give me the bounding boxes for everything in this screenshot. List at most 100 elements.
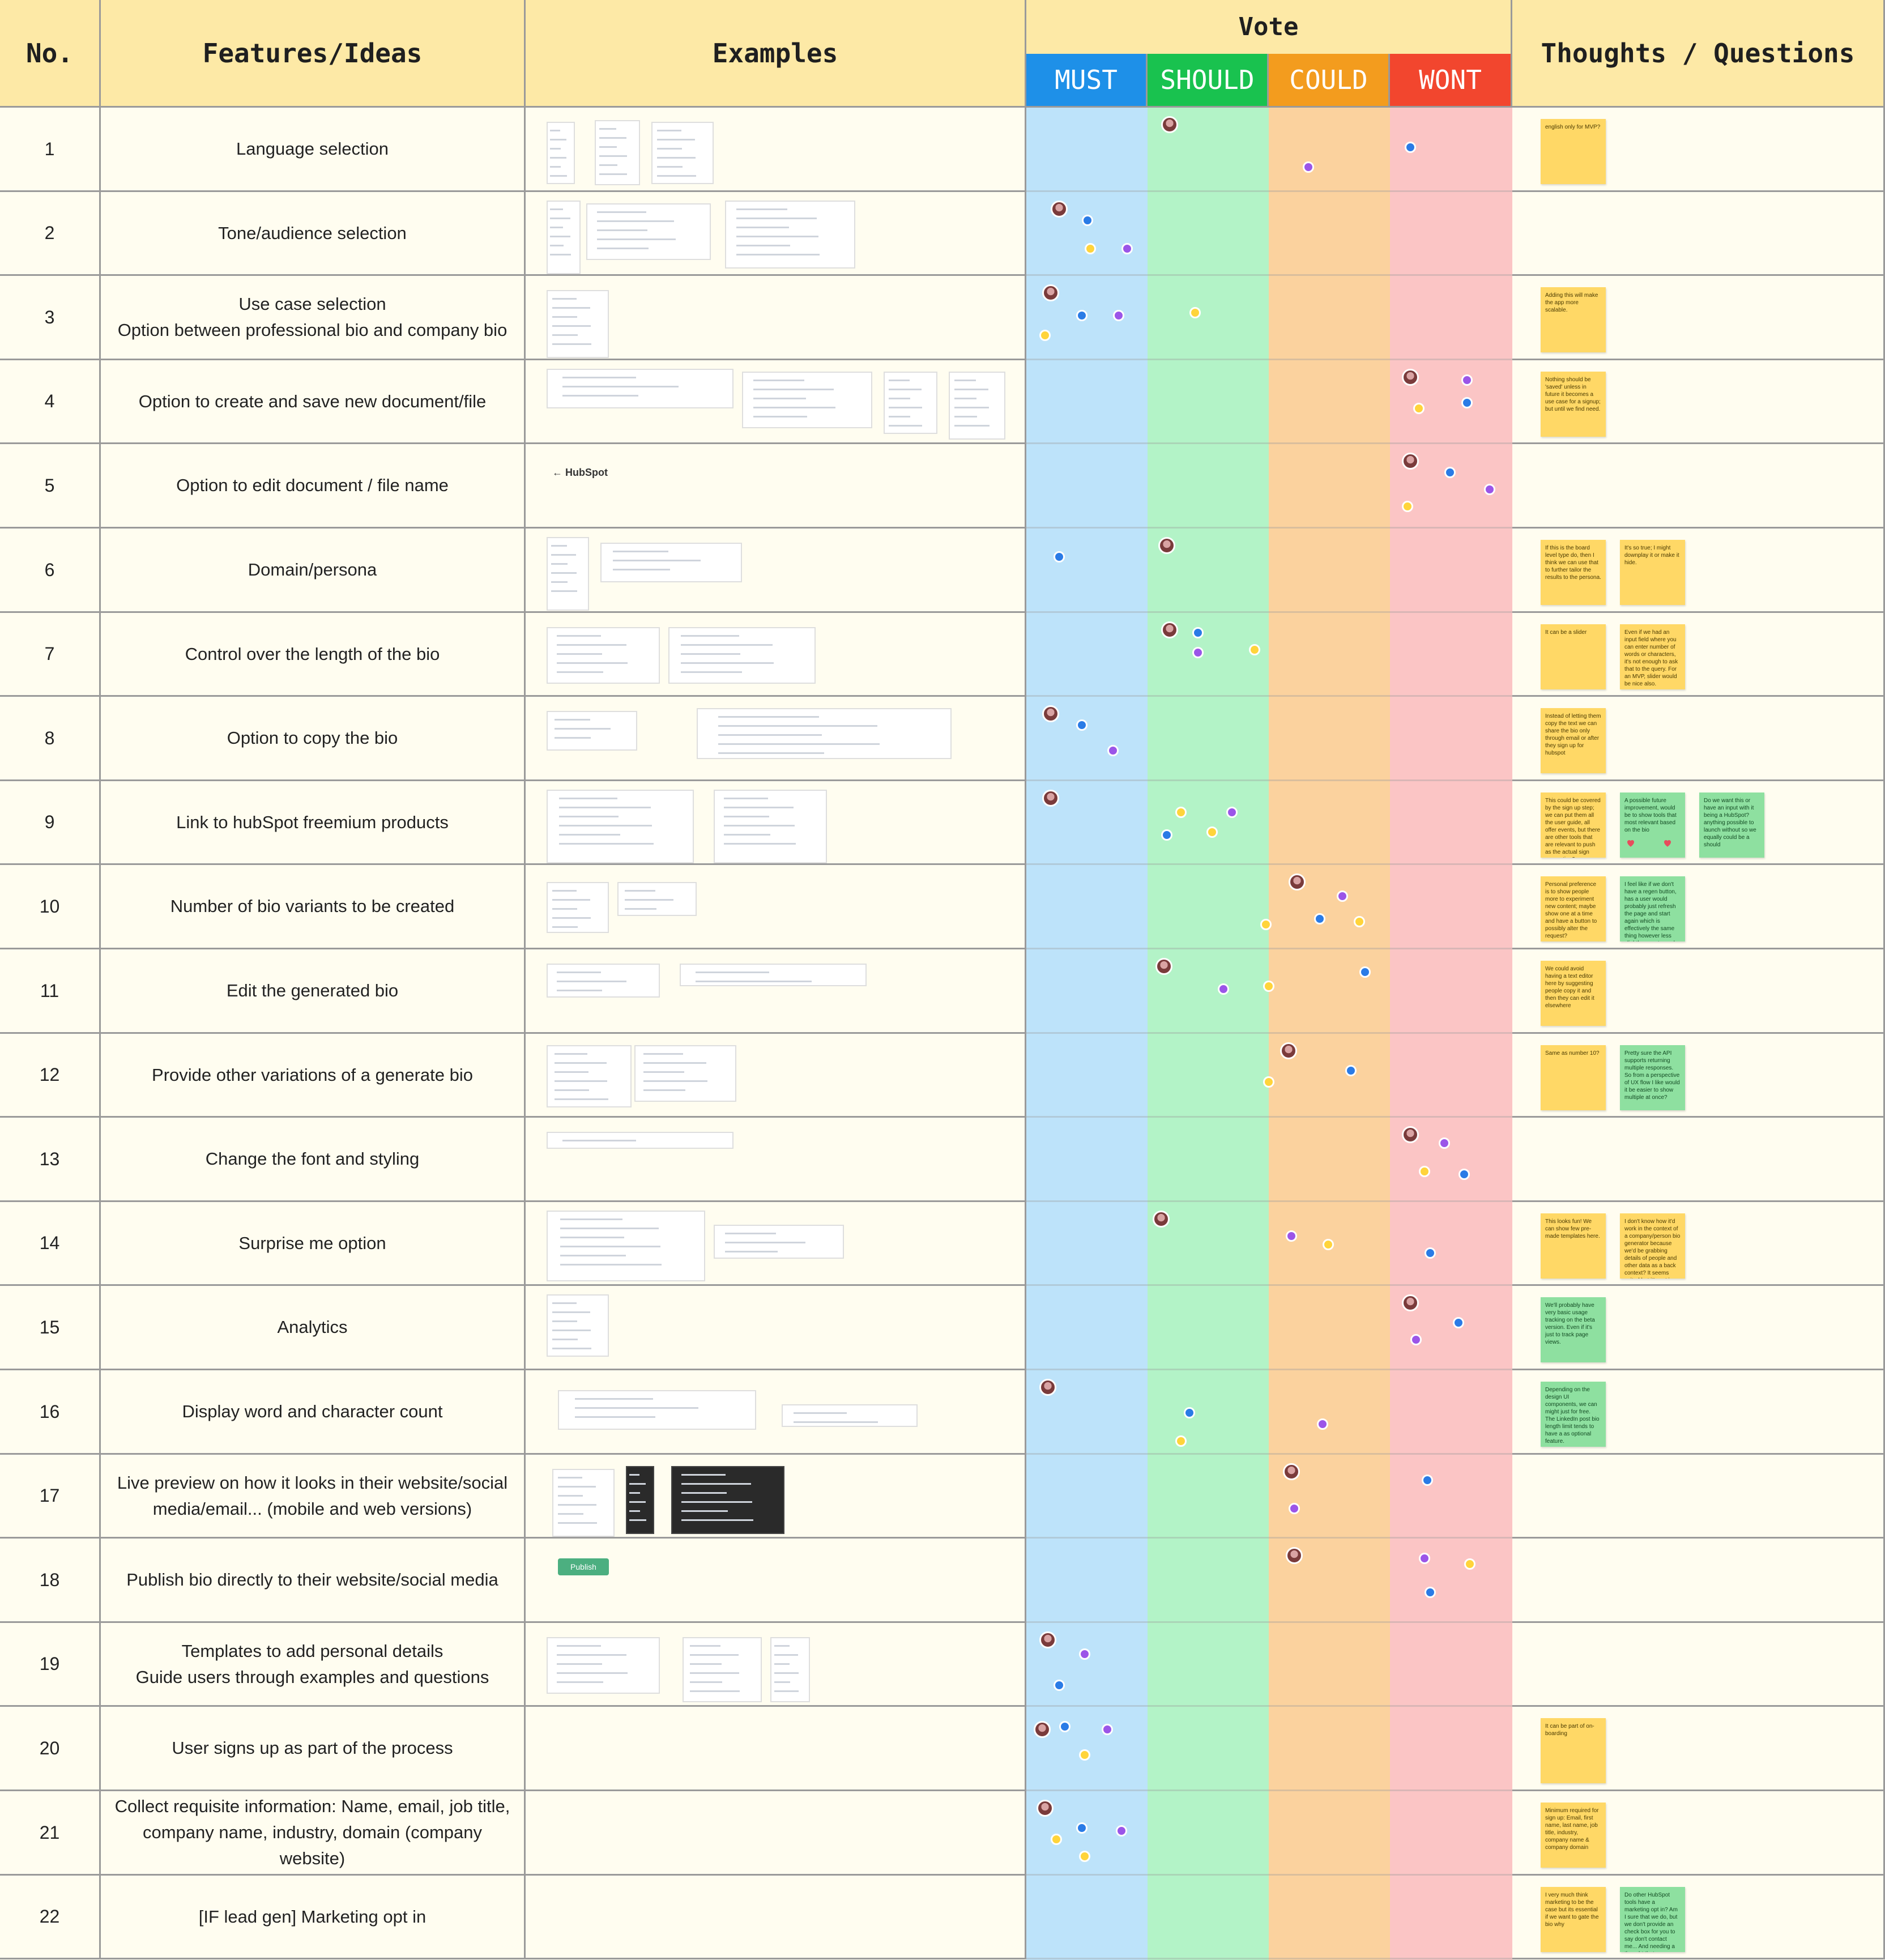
thoughts-cell [1512, 192, 1885, 276]
screenshot-line [643, 1071, 685, 1073]
screenshot-line [736, 254, 820, 255]
row-number: 10 [0, 865, 101, 949]
sticky-note[interactable]: Depending on the design UI components, w… [1541, 1382, 1606, 1447]
row-number: 2 [0, 192, 101, 276]
sticky-note[interactable]: It can be part of on-boarding [1541, 1718, 1606, 1783]
screenshot-line [599, 137, 626, 139]
screenshot-line [954, 425, 990, 427]
screenshot-line [554, 1089, 589, 1091]
screenshot-line [629, 1474, 640, 1476]
feature-line: Analytics [277, 1317, 348, 1337]
vote-dot [1102, 1724, 1113, 1735]
voter-avatar [1402, 453, 1419, 470]
vote-dot [1226, 807, 1238, 818]
screenshot-line [954, 416, 977, 417]
feature-cell: Control over the length of the bio [101, 613, 526, 697]
screenshot-line [689, 1663, 722, 1665]
example-cell [526, 1791, 1026, 1876]
sticky-note[interactable]: It's so true; I might downplay it or mak… [1620, 540, 1685, 605]
screenshot-line [555, 719, 590, 721]
feature-text: Tone/audience selection [218, 220, 407, 246]
screenshot-line [718, 752, 824, 754]
sticky-note[interactable]: Adding this will make the app more scala… [1541, 287, 1606, 352]
screenshot-line [597, 211, 646, 213]
sticky-note[interactable]: Minimum required for sign up: Email, fir… [1541, 1803, 1606, 1868]
publish-button[interactable]: Publish [558, 1558, 609, 1575]
sticky-note[interactable]: It can be a slider [1541, 624, 1606, 689]
screenshot-line [552, 307, 591, 309]
sticky-note[interactable]: Nothing should be 'saved' unless in futu… [1541, 372, 1606, 437]
sticky-note[interactable]: Personal preference is to show people mo… [1541, 876, 1606, 941]
wont-column [1390, 108, 1512, 1960]
vote-dot [1263, 981, 1274, 992]
vote-dot [1422, 1475, 1433, 1486]
feature-text: Collect requisite information: Name, ema… [112, 1793, 513, 1872]
feature-cell: Publish bio directly to their website/so… [101, 1539, 526, 1623]
feature-cell: [IF lead gen] Marketing opt in [101, 1876, 526, 1959]
feature-cell: Option to edit document / file name [101, 444, 526, 529]
sticky-note[interactable]: english only for MVP? [1541, 119, 1606, 184]
sticky-note[interactable]: We could avoid having a text editor here… [1541, 961, 1606, 1026]
vote-dot [1076, 719, 1088, 731]
sticky-note[interactable]: This looks fun! We can show few pre-made… [1541, 1213, 1606, 1279]
feature-line: media/email... (mobile and web versions) [152, 1498, 472, 1519]
screenshot-line [954, 389, 989, 390]
sticky-note[interactable]: This could be covered by the sign up ste… [1541, 792, 1606, 858]
sticky-note[interactable]: We'll probably have very basic usage tra… [1541, 1297, 1606, 1362]
row-divider [1026, 948, 1512, 949]
row-number: 13 [0, 1118, 101, 1202]
screenshot-line [560, 1264, 662, 1266]
screenshot-line [753, 389, 834, 390]
sticky-note[interactable]: Do other HubSpot tools have a marketing … [1620, 1887, 1685, 1952]
sticky-note[interactable]: If this is the board level type do, then… [1541, 540, 1606, 605]
vote-dot [1113, 310, 1124, 321]
screenshot-line [552, 298, 577, 300]
sticky-note[interactable]: I very much think marketing to be the ca… [1541, 1887, 1606, 1952]
vote-dot [1260, 919, 1272, 930]
example-screenshot [547, 711, 637, 751]
feature-cell: Link to hubSpot freemium products [101, 781, 526, 865]
sticky-note[interactable]: Even if we had an input field where you … [1620, 624, 1685, 689]
screenshot-line [556, 671, 603, 673]
sticky-note[interactable]: Do we want this or have an input with it… [1699, 792, 1764, 858]
screenshot-line [689, 1690, 740, 1692]
feature-cell: Number of bio variants to be created [101, 865, 526, 949]
screenshot-line [774, 1690, 799, 1692]
sticky-text: This could be covered by the sign up ste… [1545, 798, 1601, 858]
sticky-note[interactable]: I feel like if we don't have a regen but… [1620, 876, 1685, 941]
thoughts-cell [1512, 444, 1885, 529]
row-divider [1026, 863, 1512, 865]
screenshot-line [556, 981, 627, 982]
screenshot-line [736, 227, 789, 228]
feature-line: Option between professional bio and comp… [117, 320, 508, 340]
sticky-note[interactable]: A possible future improvement, would be … [1620, 792, 1685, 858]
screenshot-line [681, 1492, 727, 1494]
screenshot-line [725, 1233, 777, 1234]
sticky-note[interactable]: Instead of letting them copy the text we… [1541, 708, 1606, 773]
feature-cell: Edit the generated bio [101, 949, 526, 1034]
sticky-note[interactable]: Same as number 10? [1541, 1045, 1606, 1110]
screenshot-line [723, 843, 796, 845]
screenshot-line [736, 236, 818, 237]
example-screenshot [683, 1637, 762, 1702]
feature-line: Edit the generated bio [226, 981, 399, 1000]
screenshot-line [629, 1483, 646, 1485]
header-could: COULD [1269, 54, 1390, 108]
screenshot-line [554, 1098, 608, 1100]
sticky-note[interactable]: Pretty sure the API supports returning m… [1620, 1045, 1685, 1110]
vote-dot [1464, 1558, 1475, 1570]
screenshot-line [718, 743, 880, 745]
row-number: 6 [0, 529, 101, 613]
header-thoughts: Thoughts / Questions [1512, 0, 1885, 108]
screenshot-line [556, 653, 603, 655]
screenshot-line [681, 653, 741, 655]
feature-line: Option to copy the bio [227, 728, 398, 748]
sticky-note[interactable]: I don't know how it'd work in the contex… [1620, 1213, 1685, 1279]
screenshot-line [681, 644, 773, 646]
thoughts-cell [1512, 1455, 1885, 1539]
screenshot-line [774, 1654, 798, 1656]
example-screenshot [742, 372, 872, 428]
screenshot-line [560, 1237, 625, 1238]
screenshot-line [549, 139, 566, 140]
vote-dot [1051, 1834, 1062, 1845]
